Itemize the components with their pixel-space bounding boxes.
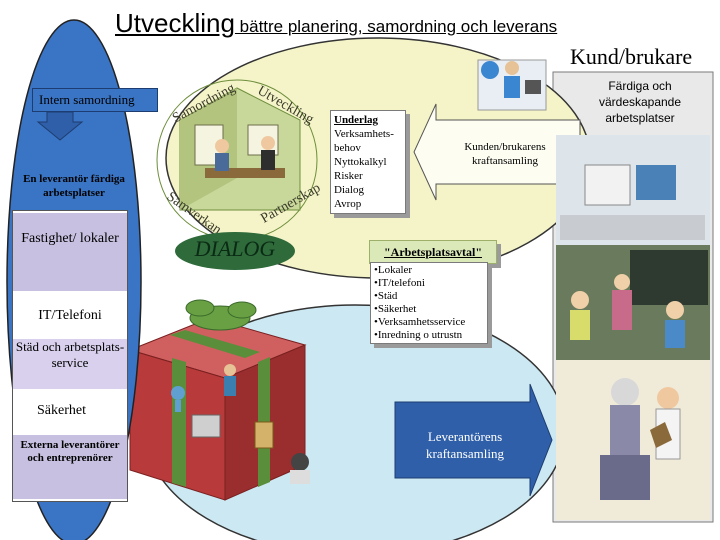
dialog-ellipse [175, 232, 295, 270]
worker-clipart [171, 364, 310, 484]
office-photo [556, 135, 710, 245]
office-scene-illustration [179, 87, 301, 211]
item-fastighet: Fastighet/ lokaler [13, 213, 127, 291]
arbetsplatsavtal-heading: "Arbetsplatsavtal" [369, 240, 497, 264]
service-column: Fastighet/ lokaler IT/Telefoni Städ och … [12, 210, 128, 502]
supplier-arrow [394, 383, 553, 497]
dialog-label: DIALOG [194, 236, 276, 261]
underlag-box: Underlag Verksamhets- behov Nyttokalkyl … [330, 110, 406, 214]
item-it-telefoni: IT/Telefoni [13, 295, 127, 337]
externa-leverantorer: Externa leverantörer och entreprenörer [13, 435, 127, 499]
fardiga-arbetsplatser: Färdiga och värdeskapande arbetsplatser [598, 79, 682, 125]
item-stad: Städ och arbetsplats-service [13, 339, 127, 389]
down-arrow-icon [36, 111, 84, 141]
item-sakerhet: Säkerhet [13, 391, 127, 431]
intern-samordning: Intern samordning [32, 88, 158, 112]
en-leverantor-label: En leverantör färdiga arbetsplatser [23, 173, 125, 199]
arbetsplatsavtal-list: •Lokaler •IT/telefoni •Städ •Säkerhet •V… [370, 262, 488, 344]
kund-brukare-label: Kund/brukare [570, 44, 693, 69]
kundens-kraftansamling: Kunden/brukarens kraftansamling [464, 141, 546, 167]
classroom-photo [556, 245, 710, 360]
page-title: Utveckling bättre planering, samordning … [115, 8, 558, 38]
care-illustration [556, 360, 710, 520]
leverantorens-kraftansamling: Leverantörens kraftansamling [426, 429, 504, 461]
computer-user-clipart [477, 59, 547, 111]
